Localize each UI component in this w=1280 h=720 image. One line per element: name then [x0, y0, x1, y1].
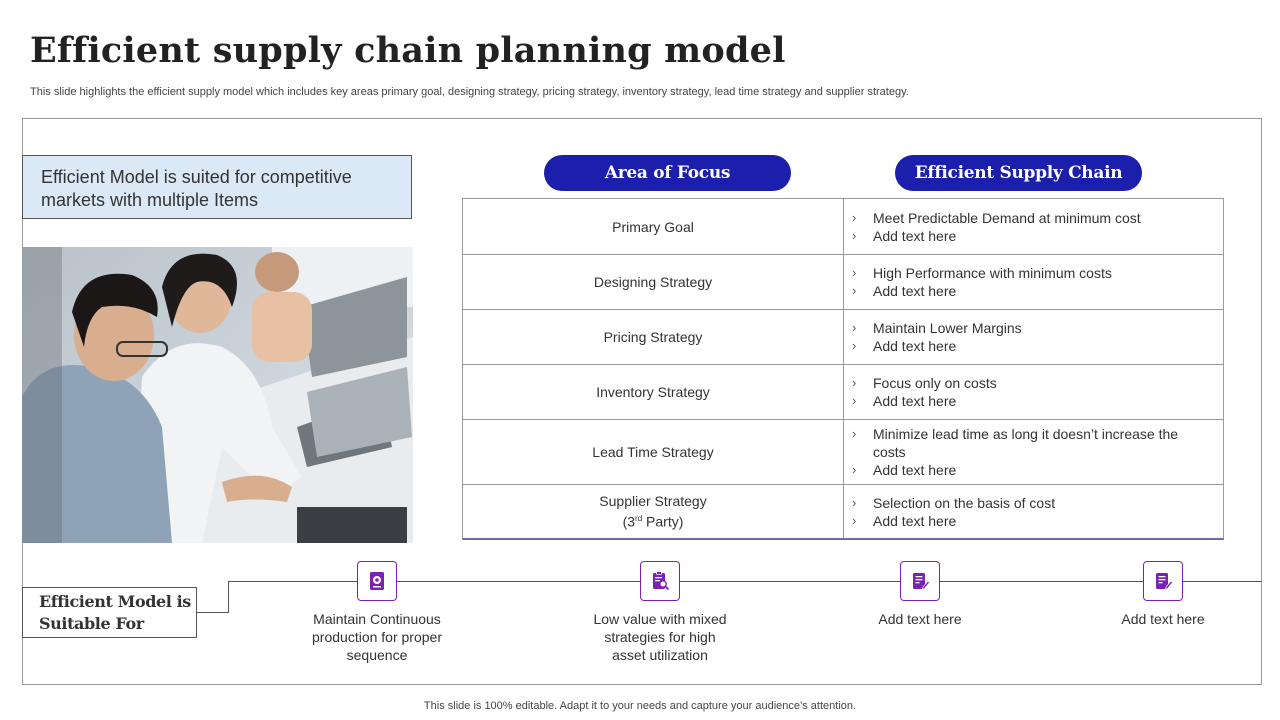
area-label: Supplier Strategy: [599, 493, 707, 510]
table-row: Inventory Strategy › Focus only on costs …: [463, 364, 1223, 419]
area-cell: Lead Time Strategy: [463, 420, 844, 484]
document-edit-icon: [1143, 561, 1183, 601]
supply-chain-cell: › Focus only on costs › Add text here: [844, 365, 1223, 419]
area-cell: Designing Strategy: [463, 255, 844, 309]
slide-subtitle: This slide highlights the efficient supp…: [30, 86, 909, 98]
chevron-right-icon: ›: [852, 320, 857, 335]
timeline-line: [228, 581, 1262, 582]
supply-chain-cell: › Minimize lead time as long it doesn’t i…: [844, 420, 1223, 484]
chevron-right-icon: ›: [852, 283, 857, 298]
bottom-item-caption: Maintain Continuous production for prope…: [312, 611, 442, 663]
area-label: Primary Goal: [612, 218, 694, 235]
bottom-item-caption: Add text here: [878, 611, 962, 627]
table-row: Primary Goal › Meet Predictable Demand at…: [463, 199, 1223, 254]
bullet-text: Maintain Lower Margins: [873, 320, 1022, 336]
chevron-right-icon: ›: [852, 393, 857, 408]
bullet-text: Add text here: [873, 283, 957, 299]
office-workers-photo: [22, 247, 413, 543]
chevron-right-icon: ›: [852, 209, 857, 225]
chevron-right-icon: ›: [852, 375, 857, 390]
bullet-text: Focus only on costs: [873, 375, 997, 391]
chevron-right-icon: ›: [852, 227, 857, 243]
clipboard-search-icon: [640, 561, 680, 601]
header-area-of-focus: Area of Focus: [544, 155, 791, 191]
area-label: Designing Strategy: [593, 274, 713, 290]
table-row: Pricing Strategy › Maintain Lower Margins…: [463, 309, 1223, 364]
area-label: Pricing Strategy: [603, 329, 703, 345]
chevron-right-icon: ›: [852, 512, 857, 528]
area-cell: Pricing Strategy: [463, 310, 844, 364]
area-cell: Primary Goal: [463, 199, 844, 254]
chevron-right-icon: ›: [852, 265, 857, 280]
bullet-text: Selection on the basis of cost: [873, 494, 1056, 511]
connector-vertical: [228, 581, 229, 612]
supply-chain-cell: › Selection on the basis of cost › Add tex…: [844, 485, 1223, 538]
connector-horizontal: [197, 612, 229, 613]
bottom-item-caption: Low value with mixed strategies for high…: [593, 611, 727, 663]
team-photo: [22, 247, 413, 543]
bullet-text: Add text here: [873, 462, 957, 478]
chevron-right-icon: ›: [852, 494, 857, 510]
gear-document-icon: [357, 561, 397, 601]
bullet-text: Add text here: [873, 512, 957, 529]
area-label: Inventory Strategy: [596, 384, 710, 400]
table-row: Supplier Strategy (3rd Party) › Selection…: [463, 484, 1223, 538]
bullet-text: Add text here: [873, 393, 957, 409]
supply-chain-cell: › High Performance with minimum costs › Ad…: [844, 255, 1223, 309]
supply-chain-cell: › Maintain Lower Margins › Add text here: [844, 310, 1223, 364]
area-label: Lead Time Strategy: [592, 444, 714, 460]
bullet-text: Meet Predictable Demand at minimum cost: [873, 209, 1141, 226]
suitable-for-label: Efficient Model is Suitable For: [22, 587, 197, 638]
area-sublabel: (3rd Party): [622, 513, 684, 530]
slide-title: Efficient supply chain planning model: [30, 30, 786, 71]
footer-note: This slide is 100% editable. Adapt it to…: [423, 700, 857, 712]
bottom-item-caption: Add text here: [1121, 611, 1205, 627]
header-efficient-supply-chain: Efficient Supply Chain: [895, 155, 1142, 191]
bullet-text: Add text here: [873, 227, 957, 244]
table-row: Lead Time Strategy › Minimize lead time a…: [463, 419, 1223, 484]
supply-chain-cell: › Meet Predictable Demand at minimum cost…: [844, 199, 1223, 254]
bullet-text: Add text here: [873, 338, 957, 354]
table-row: Designing Strategy › High Performance wit…: [463, 254, 1223, 309]
bullet-text: High Performance with minimum costs: [873, 265, 1112, 281]
callout-box: Efficient Model is suited for competitiv…: [22, 155, 412, 219]
area-cell: Inventory Strategy: [463, 365, 844, 419]
strategy-table: Primary Goal › Meet Predictable Demand at…: [462, 198, 1224, 540]
chevron-right-icon: ›: [852, 462, 857, 477]
bullet-text: Minimize lead time as long it doesn’t in…: [873, 426, 1179, 460]
chevron-right-icon: ›: [852, 338, 857, 353]
document-edit-icon: [900, 561, 940, 601]
area-cell: Supplier Strategy (3rd Party): [463, 485, 844, 538]
chevron-right-icon: ›: [852, 426, 857, 441]
